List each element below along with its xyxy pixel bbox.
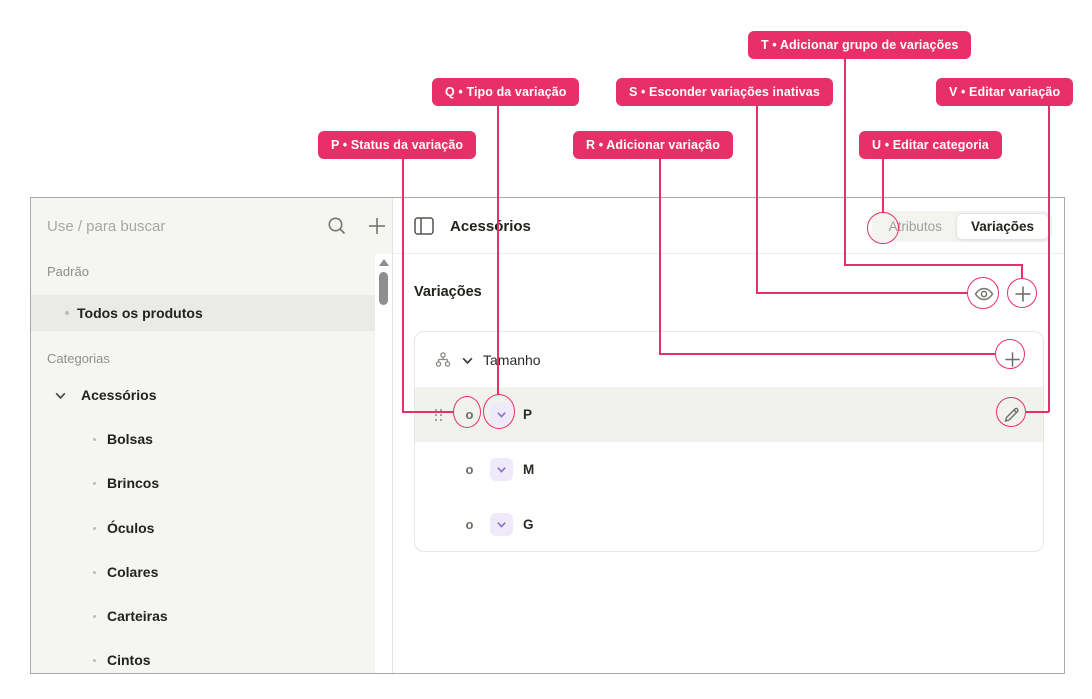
sidebar-item-cintos[interactable]: Cintos [31, 645, 375, 675]
chevron-down-icon[interactable] [461, 354, 474, 367]
sidebar-toggle-icon[interactable] [414, 217, 434, 235]
page-title: Acessórios [450, 218, 531, 235]
tab-atributos[interactable]: Atributos [888, 219, 942, 234]
sidebar-scrollbar[interactable] [375, 254, 392, 673]
annotation-ring-type [483, 394, 515, 429]
variation-status-toggle[interactable]: o [465, 517, 474, 532]
connector-line-p [402, 411, 453, 413]
variation-status-toggle[interactable]: o [465, 462, 474, 477]
connector-line-t [1021, 264, 1023, 278]
variation-name: G [523, 517, 534, 532]
variations-card: Tamanho o [414, 331, 1044, 552]
variation-row-m[interactable]: o M [415, 442, 1043, 497]
chevron-down-icon[interactable] [54, 389, 67, 402]
shortcut-badge-s: S • Esconder variações inativas [616, 78, 833, 106]
add-product-icon[interactable] [366, 215, 388, 237]
annotation-ring-edit [996, 397, 1026, 427]
sidebar-search-row [31, 198, 392, 254]
tab-variacoes[interactable]: Variações [955, 213, 1049, 240]
section-title: Variações [414, 284, 482, 300]
scrollbar-thumb[interactable] [379, 272, 388, 305]
drag-handle-icon[interactable] [434, 408, 443, 427]
sidebar-item-bolsas[interactable]: Bolsas [31, 424, 375, 454]
variation-row-g[interactable]: o G [415, 497, 1043, 551]
bullet-icon [93, 526, 96, 530]
annotation-ring-kebab [867, 212, 899, 244]
shortcut-badge-t: T • Adicionar grupo de variações [748, 31, 972, 59]
variation-name: M [523, 462, 535, 477]
variation-group-row: Tamanho [415, 332, 1043, 387]
connector-line-r [659, 353, 995, 355]
app-window: Padrão Todos os produtos Categorias Aces… [30, 197, 1065, 674]
bullet-icon [93, 570, 96, 574]
shortcut-badge-r: R • Adicionar variação [573, 131, 733, 159]
sidebar: Padrão Todos os produtos Categorias Aces… [31, 198, 393, 673]
connector-line-s [756, 292, 967, 294]
search-icon[interactable] [326, 215, 348, 237]
sidebar-item-acessorios[interactable]: Acessórios [31, 380, 375, 410]
variation-group-name: Tamanho [483, 351, 541, 368]
sidebar-group-label: Categorias [47, 351, 110, 366]
connector-line-v [1026, 411, 1049, 413]
bullet-icon [93, 658, 96, 662]
sidebar-item-carteiras[interactable]: Carteiras [31, 601, 375, 631]
sidebar-item-brincos[interactable]: Brincos [31, 468, 375, 498]
variation-type-selector[interactable] [490, 513, 513, 536]
search-input[interactable] [47, 198, 317, 254]
variation-type-selector[interactable] [490, 458, 513, 481]
connector-line-r [659, 159, 661, 354]
connector-line-s [756, 106, 758, 293]
sidebar-item-oculos[interactable]: Óculos [31, 513, 375, 543]
connector-line-v [1048, 106, 1050, 412]
variation-name: P [523, 407, 533, 422]
main-panel: Acessórios Atributos Variações Variações [393, 198, 1064, 673]
sidebar-item-todos-os-produtos[interactable]: Todos os produtos [31, 295, 375, 331]
annotation-ring-eye [967, 277, 999, 309]
annotation-ring-status [453, 396, 481, 428]
connector-line-t [844, 59, 846, 265]
shortcut-badge-p: P • Status da variação [318, 131, 477, 159]
sidebar-item-colares[interactable]: Colares [31, 557, 375, 587]
connector-line-u [882, 159, 884, 212]
connector-line-t [844, 264, 1022, 266]
connector-line-p [402, 159, 404, 412]
main-header: Acessórios Atributos Variações [393, 198, 1064, 254]
annotation-ring-add-group [1007, 278, 1037, 308]
bullet-icon [93, 437, 96, 441]
bullet-icon [93, 614, 96, 618]
shortcut-badge-q: Q • Tipo da variação [432, 78, 580, 106]
tab-group: Atributos Variações [871, 211, 1052, 242]
scrollbar-up-arrow-icon[interactable] [379, 259, 389, 266]
shortcut-badge-u: U • Editar categoria [859, 131, 1002, 159]
connector-line-q [497, 106, 499, 395]
bullet-icon [93, 481, 96, 485]
sidebar-group-label: Padrão [47, 264, 89, 279]
bullet-icon [65, 311, 69, 315]
shortcut-badge-v: V • Editar variação [936, 78, 1074, 106]
hierarchy-icon [435, 352, 451, 372]
annotation-ring-add-variation [995, 339, 1025, 369]
